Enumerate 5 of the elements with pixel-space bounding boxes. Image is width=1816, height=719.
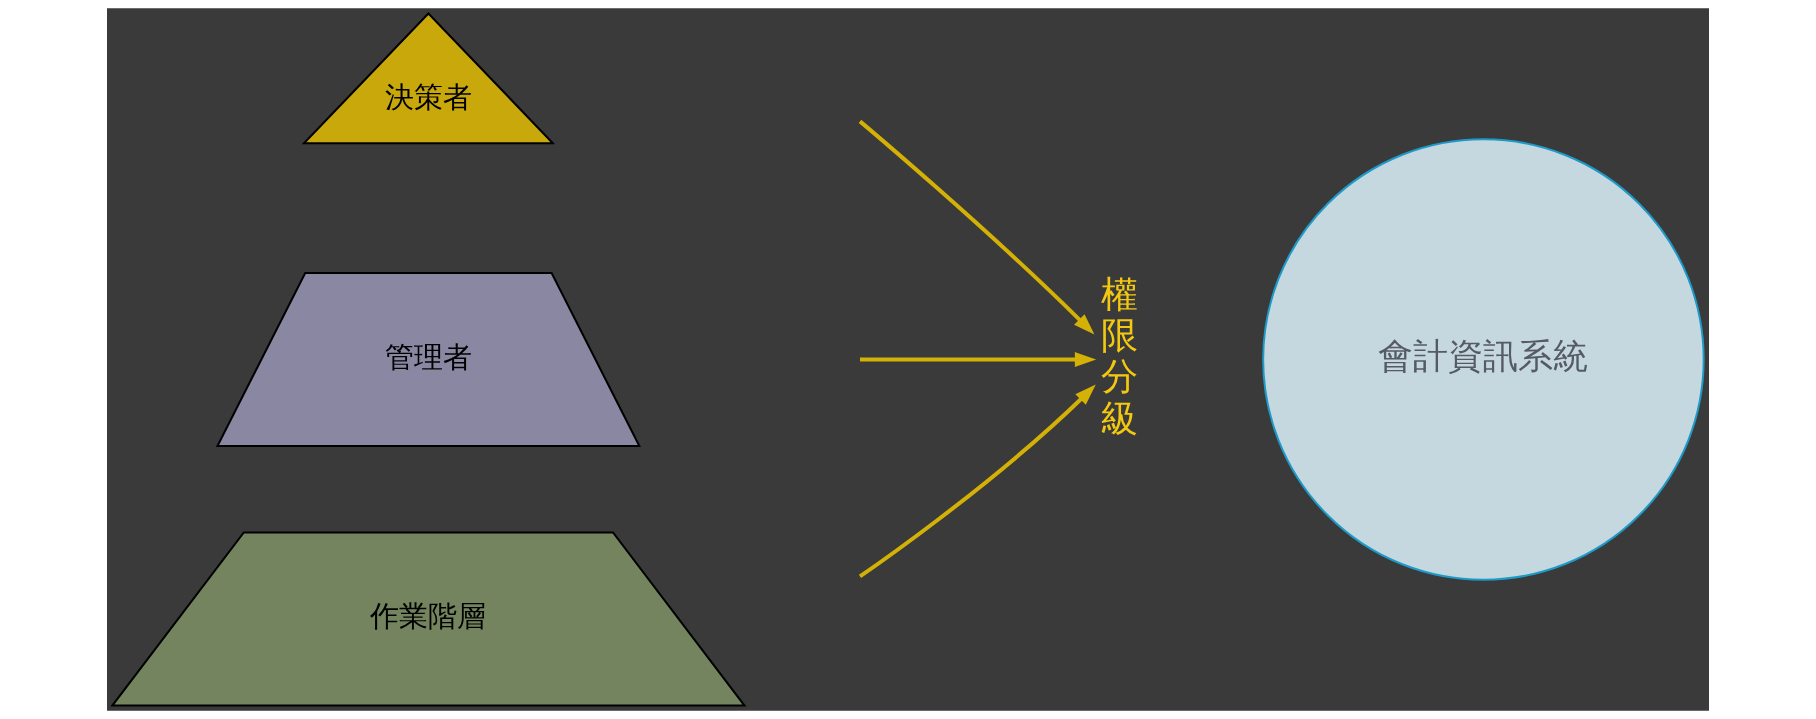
node-circle: 會計資訊系統 xyxy=(1262,138,1705,581)
arrow xyxy=(860,352,1097,367)
arrow xyxy=(858,384,1096,578)
node-text: 權限分級 xyxy=(1100,271,1138,440)
arrow xyxy=(858,119,1095,335)
